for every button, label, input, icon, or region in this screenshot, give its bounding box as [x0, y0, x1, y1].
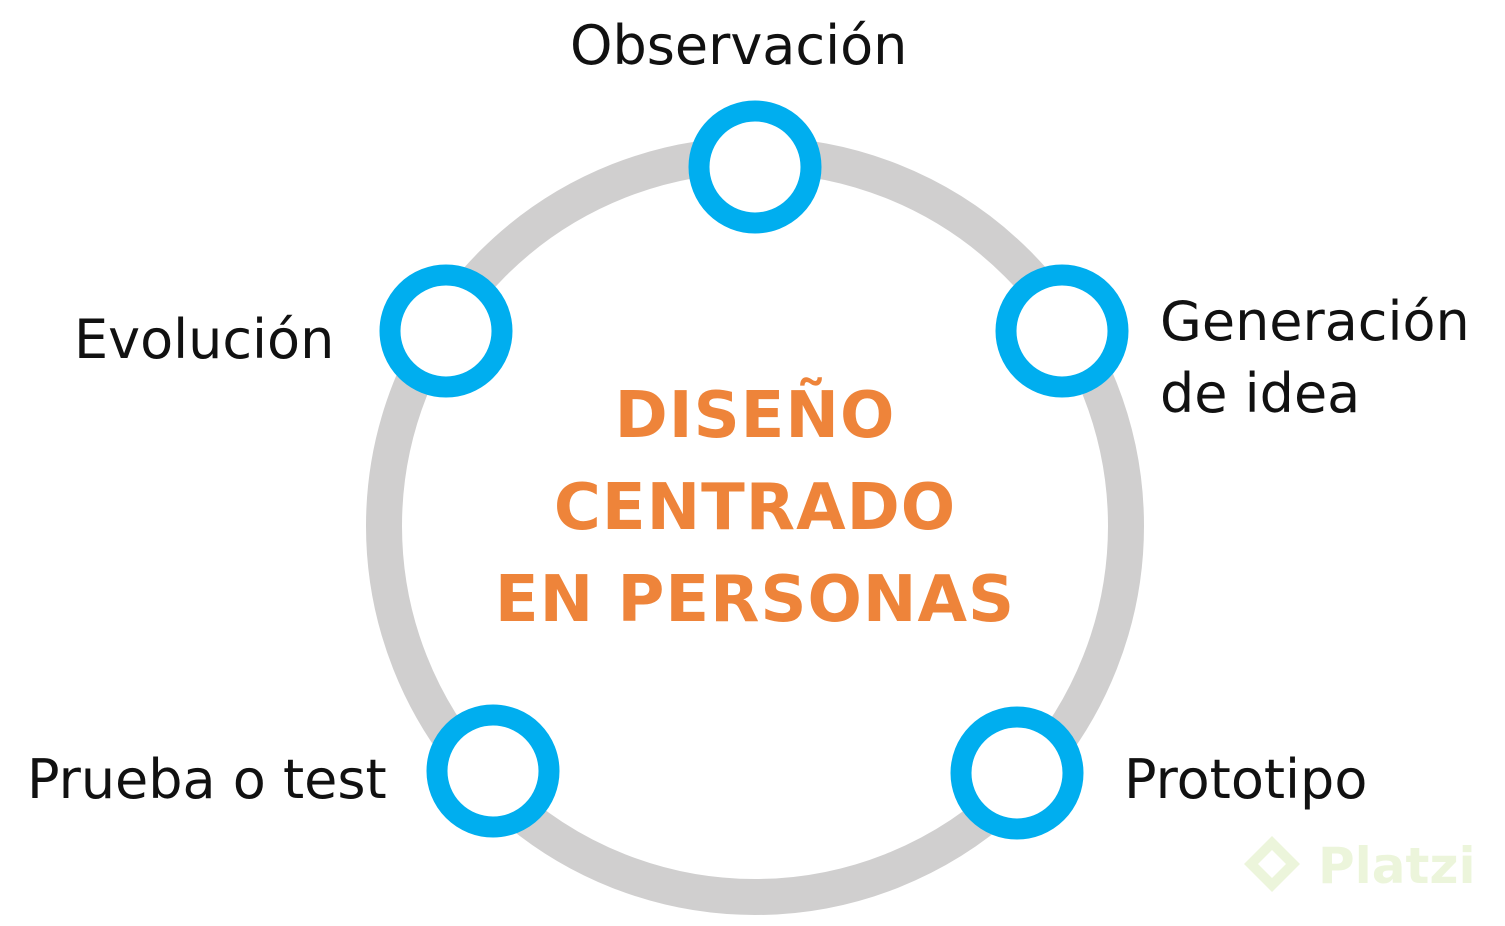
stage-label-line: Generación	[1160, 290, 1470, 353]
platzi-watermark: Platzi	[1240, 826, 1476, 906]
stage-label-prototipo: Prototipo	[1124, 744, 1367, 816]
node-generacion	[995, 264, 1129, 398]
stage-label-line: Prueba o test	[27, 748, 387, 811]
node-prototipo	[950, 706, 1084, 840]
stage-label-line: Observación	[570, 14, 908, 77]
stage-label-evolucion: Evolución	[74, 304, 334, 376]
stage-label-prueba: Prueba o test	[27, 744, 387, 816]
stage-label-observacion: Observación	[570, 10, 907, 82]
stage-label-line: Evolución	[74, 308, 335, 371]
center-title-line: EN PERSONAS	[494, 563, 1016, 637]
stage-label-line: de idea	[1160, 362, 1361, 425]
platzi-logo-icon	[1240, 832, 1304, 901]
node-observacion	[688, 100, 822, 234]
stage-label-line: Prototipo	[1124, 748, 1368, 811]
node-prueba	[426, 704, 560, 838]
stage-label-generacion: Generación de idea	[1160, 286, 1470, 430]
center-title: DISEÑO CENTRADO EN PERSONAS	[455, 370, 1055, 646]
center-title-line: CENTRADO	[553, 471, 957, 545]
center-title-line: DISEÑO	[614, 379, 896, 453]
node-evolucion	[379, 264, 513, 398]
watermark-text: Platzi	[1318, 837, 1476, 895]
